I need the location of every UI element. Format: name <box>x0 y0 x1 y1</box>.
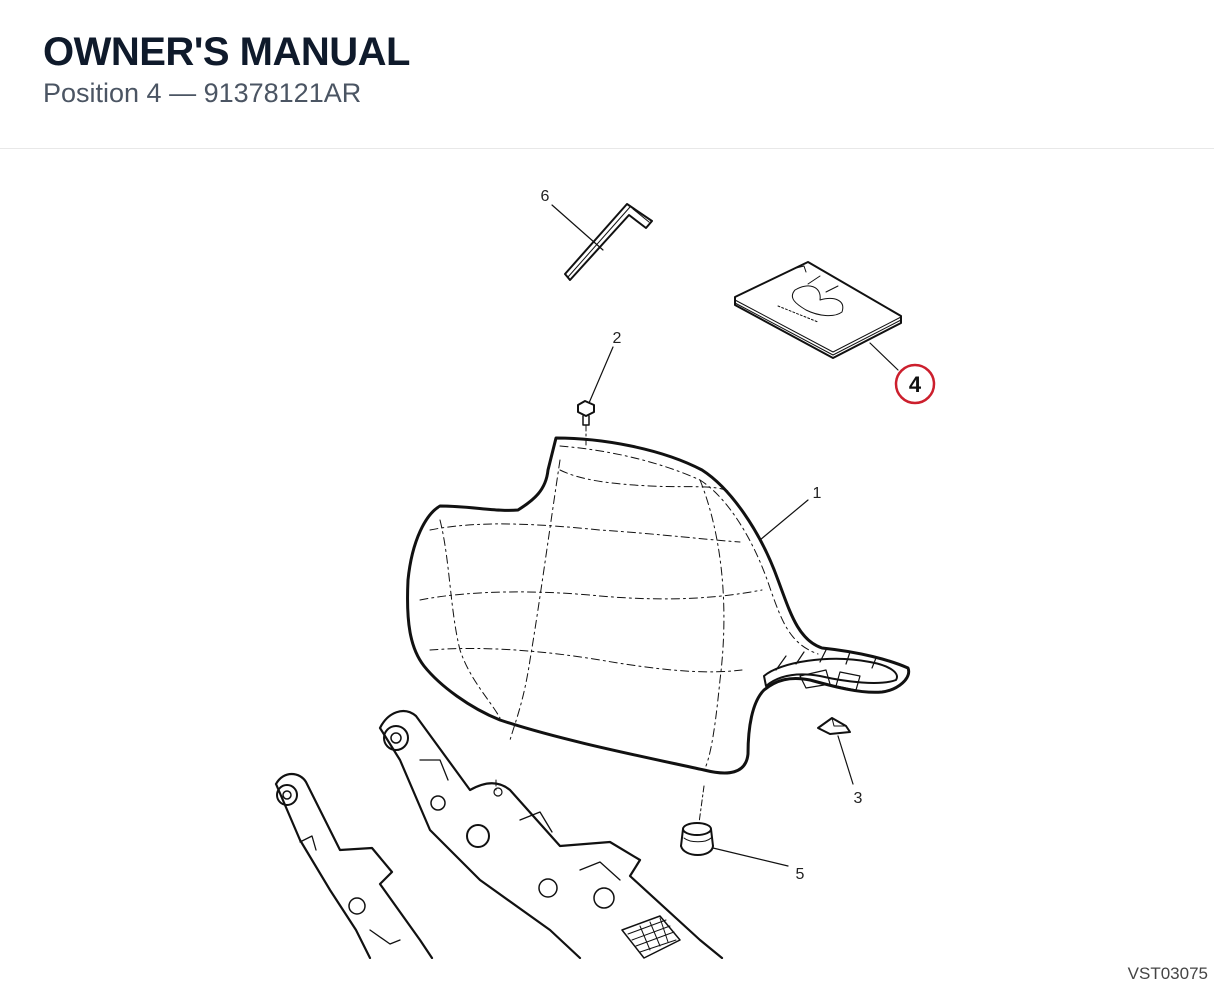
owners-manual-booklet-part <box>734 261 902 359</box>
figure-code: VST03075 <box>1127 964 1208 983</box>
page-title: OWNER'S MANUAL <box>43 30 410 74</box>
seat-part <box>406 436 911 775</box>
exploded-parts-diagram: 6 2 1 3 5 4 <box>274 188 936 959</box>
rubber-bumper-part <box>680 785 714 856</box>
leader-lines <box>551 204 899 867</box>
clip-part <box>817 717 851 735</box>
hex-key-part <box>564 203 653 281</box>
rear-subframe <box>274 710 724 959</box>
callout-3: 3 <box>854 790 863 807</box>
callout-2: 2 <box>613 330 622 347</box>
callout-1: 1 <box>813 485 822 502</box>
callout-6: 6 <box>541 188 550 205</box>
callout-5: 5 <box>796 866 805 883</box>
screw-part <box>577 400 595 446</box>
highlight-circle <box>894 363 936 405</box>
callout-4: 4 <box>909 372 922 397</box>
page-header: OWNER'S MANUAL Position 4 — 91378121AR <box>0 0 1214 149</box>
page-subtitle: Position 4 — 91378121AR <box>43 78 362 108</box>
